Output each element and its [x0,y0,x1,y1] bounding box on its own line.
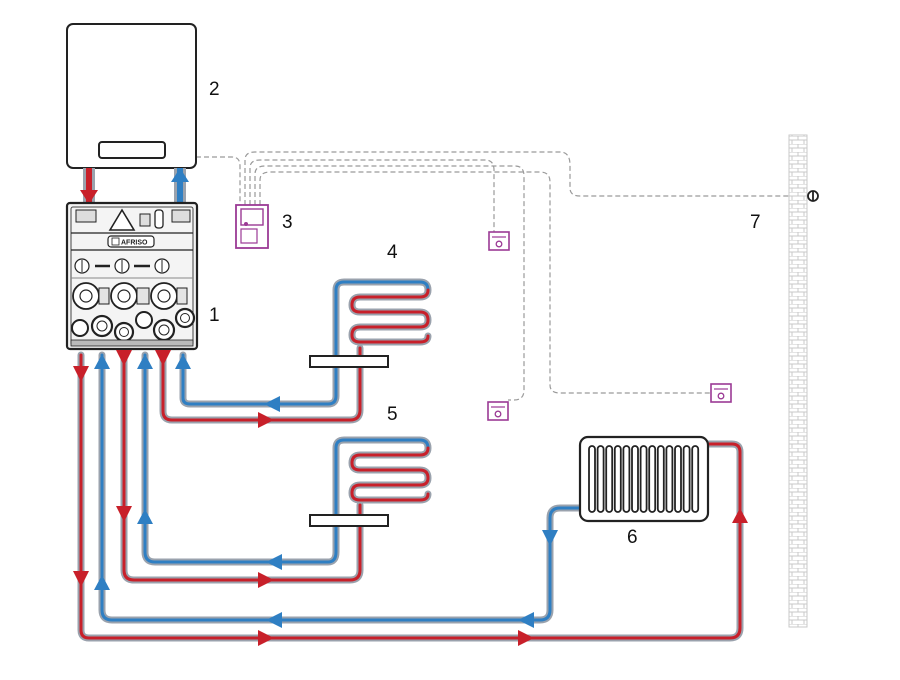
arrow-down-icon [116,506,132,522]
warning-triangle-icon [108,208,136,231]
radiator-fin [605,445,614,513]
label-outdoor-sensor: 7 [750,212,761,233]
outdoor-sensor [807,190,819,202]
label-floor-circuit-upper: 4 [387,242,398,263]
thermometer-icon [154,209,164,229]
exterior-wall [788,134,808,628]
radiator-fin [665,445,674,513]
label-controller: 3 [282,212,293,233]
wire-controller-sensor [244,151,805,205]
boiler [66,23,197,169]
radiator-fin [622,445,631,513]
arrow-left-icon [266,554,282,570]
radiator [578,435,710,523]
arrow-down-icon [80,190,98,204]
arrow-up-icon [94,575,110,590]
controller [235,204,269,249]
label-manifold: 1 [209,305,220,326]
arrow-up-icon [175,354,191,369]
arrow-down-icon [73,366,89,382]
label-boiler: 2 [209,79,220,100]
room-thermostat [487,401,509,421]
pipes [77,278,744,642]
radiator-fin [674,445,682,513]
radiator-fin [631,445,639,513]
pump-icon [72,282,188,310]
arrow-down-icon [542,530,558,546]
radiator-fin [648,445,657,513]
room-thermostat [488,231,510,251]
valve-knob-icon [74,258,170,274]
label-floor-circuit-lower: 5 [387,404,398,425]
label-radiator: 6 [627,527,638,548]
room-thermostat [710,383,732,403]
arrow-right-icon [258,412,274,428]
radiator-fin [691,445,700,513]
arrow-down-icon [73,571,89,587]
wire-controller-thermostat-a [249,159,495,232]
radiator-fin [639,445,648,513]
outlet-fittings [71,307,196,343]
radiator-fin [596,445,605,513]
signal-wires [196,151,805,401]
arrow-left-icon [518,612,534,628]
radiator-fin [656,445,665,513]
flow-arrows [73,350,748,646]
floor-manifold-bar [309,514,389,527]
arrow-down-icon [116,350,132,366]
arrow-up-icon [171,168,189,182]
boiler-display [98,141,166,159]
radiator-fin [588,445,596,513]
arrow-left-icon [264,396,280,412]
arrow-right-icon [518,630,534,646]
arrow-up-icon [94,354,110,369]
radiator-fin [613,445,622,513]
arrow-right-icon [258,630,274,646]
arrow-down-icon [155,350,171,366]
arrow-up-icon [137,354,153,369]
radiator-fin [682,445,691,513]
arrow-up-icon [137,509,153,524]
arrow-right-icon [258,572,274,588]
wire-boiler-controller [196,156,241,205]
floor-manifold-bar [309,355,389,368]
boiler-pipes [80,168,189,204]
manifold-unit: AFRISO [65,201,199,351]
manifold-brand: AFRISO [121,240,148,247]
arrow-left-icon [266,612,282,628]
arrow-up-icon [732,508,748,523]
